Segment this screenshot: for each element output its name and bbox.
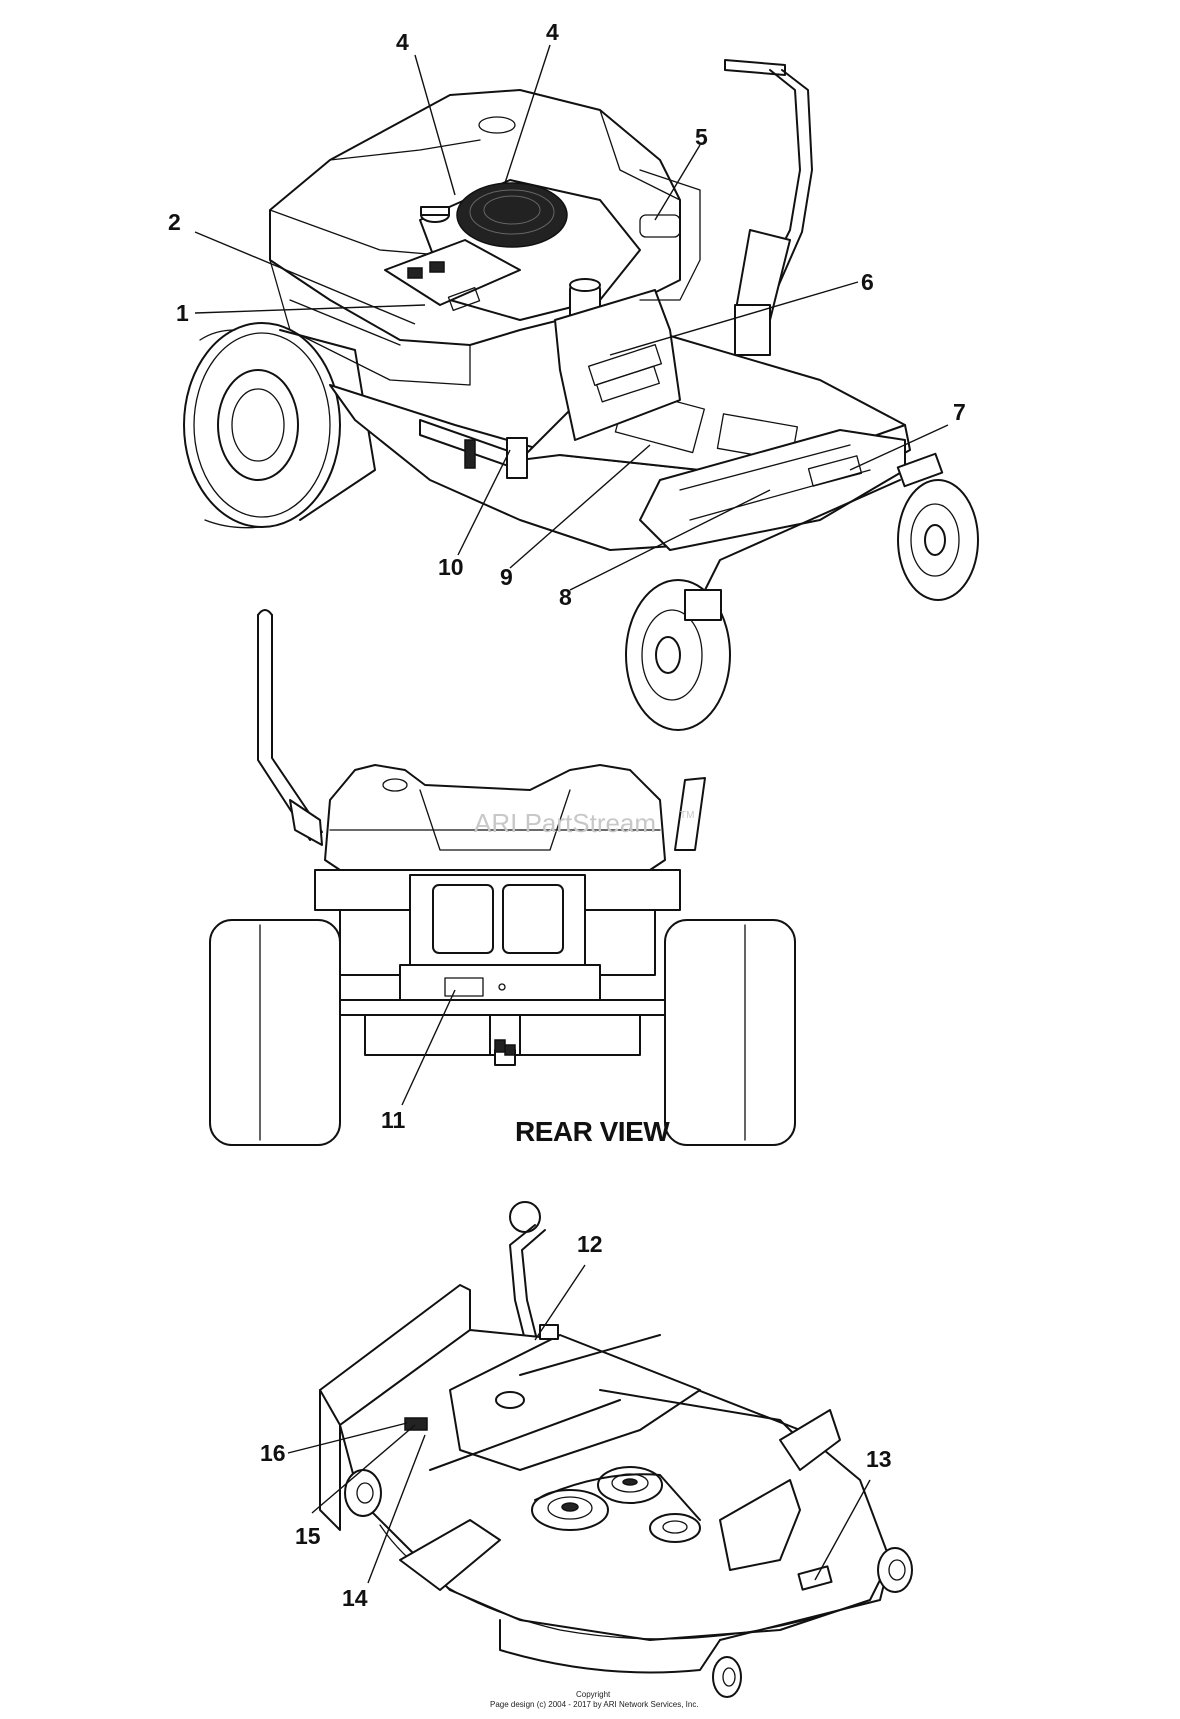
callout-15: 15 xyxy=(295,1523,321,1549)
callout-2: 2 xyxy=(168,209,181,235)
top-view-leaders xyxy=(194,44,949,591)
front-right-caster xyxy=(896,452,979,601)
mower-isometric-view xyxy=(183,59,979,731)
watermark: ARI PartStream xyxy=(474,808,656,838)
front-left-caster xyxy=(625,479,901,731)
mower-deck-view xyxy=(319,1201,913,1698)
callout-7: 7 xyxy=(953,399,966,425)
callout-4-left: 4 xyxy=(396,29,409,55)
watermark-tm: TM xyxy=(680,810,694,821)
deck-leaders xyxy=(287,1264,871,1584)
callout-16: 16 xyxy=(260,1440,286,1466)
callout-13: 13 xyxy=(866,1446,892,1472)
callout-1: 1 xyxy=(176,300,189,326)
callout-10: 10 xyxy=(438,554,464,580)
callout-11: 11 xyxy=(381,1107,406,1133)
leader-11 xyxy=(401,989,456,1106)
copyright-label: Copyright xyxy=(576,1690,611,1699)
callout-14: 14 xyxy=(342,1585,368,1611)
page-design-credit: Page design (c) 2004 - 2017 by ARI Netwo… xyxy=(490,1700,699,1709)
callout-12: 12 xyxy=(577,1231,603,1257)
callout-8: 8 xyxy=(559,584,572,610)
control-lever xyxy=(724,59,813,356)
callout-9: 9 xyxy=(500,564,513,590)
rear-left-wheel xyxy=(183,322,376,529)
callout-6: 6 xyxy=(861,269,874,295)
callout-4-right: 4 xyxy=(546,19,559,45)
rear-view-label: REAR VIEW xyxy=(515,1116,670,1147)
mower-body xyxy=(269,89,701,441)
mower-rear-view xyxy=(209,609,796,1146)
callout-5: 5 xyxy=(695,124,708,150)
